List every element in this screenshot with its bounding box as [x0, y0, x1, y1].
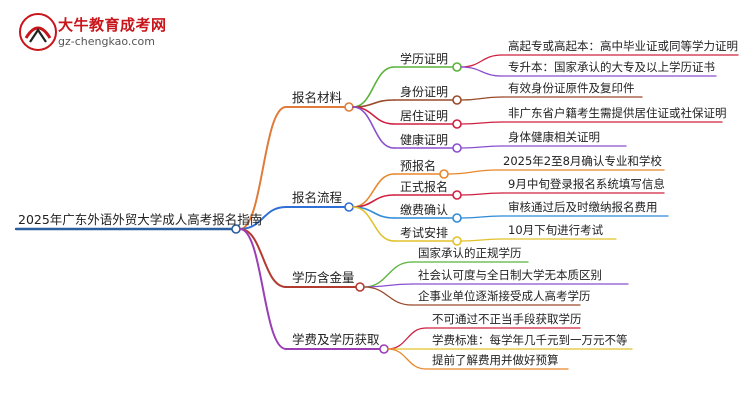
sub-label-0-3: 健康证明	[400, 133, 449, 147]
sub-label-0-1: 身份证明	[400, 85, 449, 99]
sub-toggle-0-1[interactable]	[452, 95, 462, 105]
sub-label-0-2: 居住证明	[400, 109, 449, 123]
root-node-label: 2025年广东外语外贸大学成人高考报名指南	[18, 212, 263, 227]
leaf-label-0-2-0: 非广东省户籍考生需提供居住证或社保证明	[508, 106, 727, 120]
edge-branch-3-to-leaf-0	[387, 327, 427, 350]
edge-branch-0-to-sub-0	[352, 66, 395, 108]
edge-branch-2-to-leaf-2	[363, 286, 413, 306]
edge-branch-1-to-sub-0	[352, 173, 395, 208]
branch-label-3: 学费及学历获取	[292, 332, 380, 347]
edge-branch-0-to-sub-2	[352, 106, 395, 125]
sub-toggle-0-0[interactable]	[452, 62, 462, 72]
edge-sub-0-2-to-leaf-0	[460, 121, 503, 125]
leaf-label-2-2: 企事业单位逐渐接受成人高考学历	[418, 289, 591, 303]
sub-label-1-2: 缴费确认	[400, 203, 449, 217]
edge-sub-0-0-to-leaf-1	[460, 66, 503, 77]
edge-root-to-branch-3	[239, 228, 287, 350]
edge-root-to-branch-0	[239, 106, 287, 230]
edge-root-to-branch-1	[239, 206, 287, 230]
branch-label-2: 学历含金量	[292, 270, 355, 285]
edge-branch-2-to-leaf-0	[363, 261, 413, 288]
logo-title: 大牛教育成考网	[58, 16, 167, 34]
edge-branch-3-to-leaf-2	[387, 348, 427, 370]
branch-toggle-3[interactable]	[379, 344, 389, 354]
leaf-label-1-0-0: 2025年2至8月确认专业和学校	[503, 154, 662, 168]
leaf-label-2-0: 国家承认的正规学历	[418, 246, 522, 260]
edge-sub-1-2-to-leaf-0	[460, 215, 503, 219]
sub-toggle-1-0[interactable]	[439, 169, 449, 179]
leaf-label-3-2: 提前了解费用并做好预算	[432, 353, 559, 367]
sub-toggle-0-3[interactable]	[452, 143, 462, 153]
branch-toggle-2[interactable]	[355, 282, 365, 292]
edge-sub-1-0-to-leaf-0	[447, 169, 498, 175]
sub-label-1-1: 正式报名	[400, 180, 449, 194]
sub-toggle-1-1[interactable]	[452, 190, 462, 200]
leaf-label-3-1: 学费标准：每学年几千元到一万元不等	[432, 333, 628, 347]
sub-toggle-1-2[interactable]	[452, 213, 462, 223]
logo-mark-icon	[19, 13, 57, 51]
sub-label-1-0: 预报名	[400, 159, 437, 173]
edge-sub-0-0-to-leaf-0	[460, 54, 503, 68]
leaf-label-0-1-0: 有效身份证原件及复印件	[508, 81, 635, 95]
branch-toggle-0[interactable]	[344, 102, 354, 112]
leaf-label-3-0: 不可通过不正当手段获取学历	[432, 312, 582, 326]
edge-root-to-branch-2	[239, 228, 287, 288]
branch-toggle-1[interactable]	[344, 202, 354, 212]
branch-label-0: 报名材料	[292, 90, 343, 105]
edge-branch-0-to-sub-3	[352, 106, 395, 149]
sub-toggle-1-3[interactable]	[452, 236, 462, 246]
leaf-label-1-2-0: 审核通过后及时缴纳报名费用	[508, 200, 658, 214]
edge-sub-0-3-to-leaf-0	[460, 145, 503, 149]
logo-url: gz-chengkao.com	[58, 35, 155, 48]
leaf-label-1-1-0: 9月中旬登录报名系统填写信息	[508, 177, 665, 191]
edge-sub-1-1-to-leaf-0	[460, 192, 503, 196]
site-logo[interactable]: 大牛教育成考网 gz-chengkao.com	[6, 10, 166, 52]
edge-branch-0-to-sub-1	[352, 99, 395, 108]
edge-sub-0-1-to-leaf-0	[460, 96, 503, 101]
leaf-label-0-0-0: 高起专或高起本：高中毕业证或同等学力证明	[508, 39, 738, 53]
leaf-label-1-3-0: 10月下旬进行考试	[508, 223, 604, 237]
edge-sub-1-3-to-leaf-0	[460, 238, 503, 242]
sub-label-1-3: 考试安排	[400, 226, 449, 240]
leaf-label-0-3-0: 身体健康相关证明	[508, 130, 600, 144]
branch-label-1: 报名流程	[292, 190, 343, 205]
sub-toggle-0-2[interactable]	[452, 119, 462, 129]
leaf-label-0-0-1: 专升本：国家承认的大专及以上学历证书	[508, 60, 715, 74]
sub-label-0-0: 学历证明	[400, 52, 449, 66]
leaf-label-2-1: 社会认可度与全日制大学无本质区别	[418, 268, 602, 282]
edge-branch-1-to-sub-3	[352, 206, 395, 242]
